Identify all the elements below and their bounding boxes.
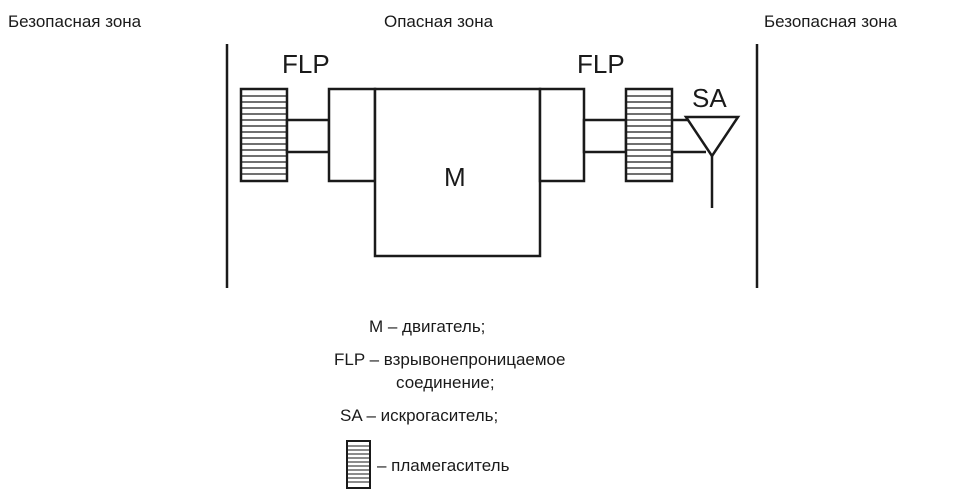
right-flp-joint bbox=[538, 87, 586, 183]
motor-housing bbox=[373, 87, 542, 258]
spark-arrester-connection bbox=[672, 118, 706, 154]
legend-motor: М – двигатель; bbox=[369, 317, 485, 336]
legend-sa: SA – искрогаситель; bbox=[340, 406, 498, 425]
legend-flp-line1: FLP – взрывонепроницаемое bbox=[334, 350, 565, 369]
left-safe-zone-label: Безопасная зона bbox=[8, 12, 142, 31]
legend-flp-line2: соединение; bbox=[396, 373, 495, 392]
left-connecting-pipe bbox=[285, 118, 331, 154]
legend-flame-arrester-swatch bbox=[346, 440, 371, 489]
right-flp-label: FLP bbox=[577, 49, 625, 79]
hazardous-zone-label: Опасная зона bbox=[384, 12, 494, 31]
spark-arrester-label: SA bbox=[692, 83, 727, 113]
left-flp-joint bbox=[327, 87, 377, 183]
legend-flame-arrester: – пламегаситель bbox=[377, 456, 510, 475]
motor-label: M bbox=[444, 162, 466, 192]
spark-arrester bbox=[683, 115, 741, 208]
left-flp-label: FLP bbox=[282, 49, 330, 79]
right-connecting-pipe bbox=[582, 118, 628, 154]
right-safe-zone-label: Безопасная зона bbox=[764, 12, 898, 31]
left-flame-arrester bbox=[239, 87, 289, 183]
right-flame-arrester bbox=[624, 87, 674, 183]
